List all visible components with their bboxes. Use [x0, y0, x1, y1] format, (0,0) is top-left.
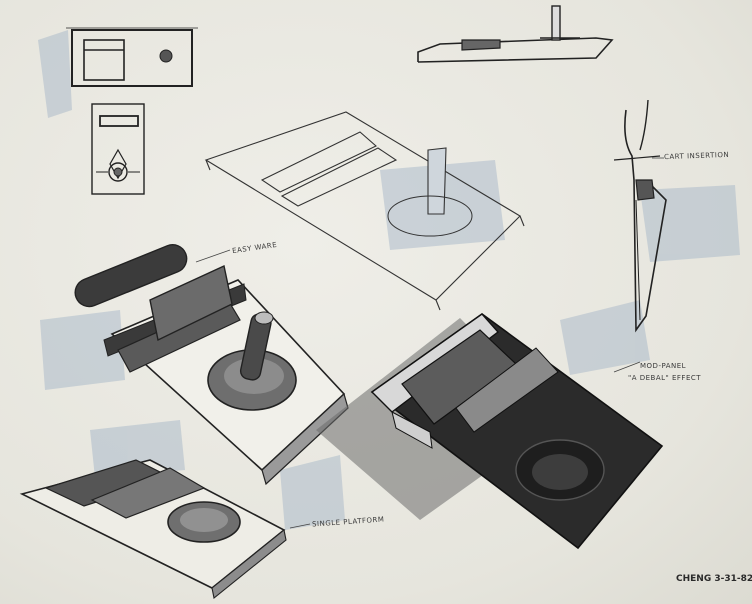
sketch-console-wedge — [316, 313, 664, 550]
sketch-console-joystick — [74, 244, 349, 486]
blue-marker-washes — [38, 30, 740, 530]
mod-panel-note: MOD-PANEL — [640, 362, 687, 370]
sketch-outline-perspective — [204, 111, 525, 311]
sketch-top-view — [66, 27, 198, 87]
sketch-front-view — [91, 103, 145, 195]
mod-panel-effect-note: "A DEBAL" EFFECT — [628, 374, 702, 382]
annotation-leaders — [195, 157, 664, 529]
sketch-single-platform — [19, 459, 287, 599]
artist-signature: CHENG 3-31-82 — [676, 574, 752, 584]
sketch-side-elevation — [417, 5, 614, 63]
sketch-cart-insertion — [613, 99, 667, 333]
